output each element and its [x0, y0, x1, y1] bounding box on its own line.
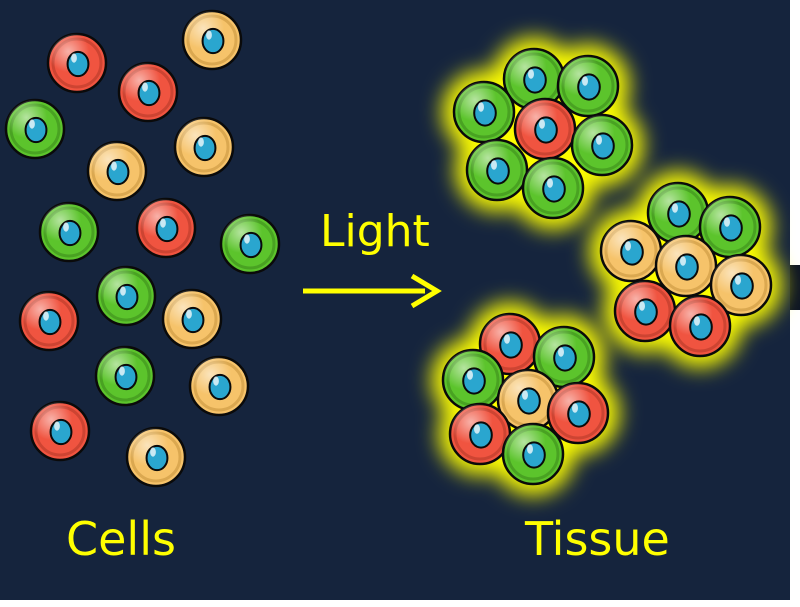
nucleus: [181, 306, 205, 334]
tissue-cell: [478, 312, 542, 376]
tissue-cell: [709, 253, 773, 317]
nucleus: [208, 373, 232, 401]
tissue-cell: [513, 97, 577, 161]
nucleus: [486, 157, 510, 185]
nucleus: [719, 214, 743, 242]
nucleus: [667, 200, 691, 228]
nucleus: [106, 158, 130, 186]
tissue-label: Tissue: [525, 512, 670, 566]
tissue-cell: [501, 422, 565, 486]
tissue-cell: [570, 113, 634, 177]
tissue-cell: [521, 156, 585, 220]
nucleus: [689, 313, 713, 341]
tissue-cell: [599, 219, 663, 283]
free-cell: [38, 201, 100, 263]
nucleus: [155, 215, 179, 243]
nucleus: [473, 99, 497, 127]
nucleus: [522, 441, 546, 469]
free-cell: [29, 400, 91, 462]
tissue-cell: [698, 195, 762, 259]
nucleus: [239, 231, 263, 259]
light-label: Light: [320, 206, 430, 257]
cell-layer: [4, 9, 773, 488]
panel-shadow-right: [790, 265, 800, 310]
nucleus: [577, 73, 601, 101]
nucleus: [137, 79, 161, 107]
nucleus: [634, 298, 658, 326]
nucleus: [567, 400, 591, 428]
free-cell: [18, 290, 80, 352]
nucleus: [114, 363, 138, 391]
tissue-cell: [465, 138, 529, 202]
free-cell: [46, 32, 108, 94]
nucleus: [66, 50, 90, 78]
free-cell: [173, 116, 235, 178]
nucleus: [499, 331, 523, 359]
free-cell: [95, 265, 157, 327]
nucleus: [145, 444, 169, 472]
nucleus: [591, 132, 615, 160]
tissue-cell: [532, 325, 596, 389]
nucleus: [38, 308, 62, 336]
tissue-cell: [613, 279, 677, 343]
nucleus: [201, 27, 225, 55]
tissue-cell: [556, 54, 620, 118]
free-cell: [125, 426, 187, 488]
nucleus: [193, 134, 217, 162]
nucleus: [675, 253, 699, 281]
tissue-cell: [448, 402, 512, 466]
nucleus: [462, 367, 486, 395]
free-cell: [188, 355, 250, 417]
nucleus: [534, 116, 558, 144]
free-cell: [181, 9, 243, 71]
nucleus: [553, 344, 577, 372]
nucleus: [49, 418, 73, 446]
tissue-cell: [546, 381, 610, 445]
free-cell: [94, 345, 156, 407]
tissue-cell: [441, 348, 505, 412]
free-cell: [135, 197, 197, 259]
nucleus: [24, 116, 48, 144]
free-cell: [86, 140, 148, 202]
free-cell: [4, 98, 66, 160]
free-cell: [161, 288, 223, 350]
tissue-cell: [646, 181, 710, 245]
tissue-cell: [668, 294, 732, 358]
light-arrow: [303, 273, 442, 309]
nucleus: [517, 387, 541, 415]
nucleus: [542, 175, 566, 203]
free-cell: [219, 213, 281, 275]
tissue-cell: [654, 234, 718, 298]
nucleus: [523, 66, 547, 94]
cells-label: Cells: [66, 512, 176, 566]
nucleus: [469, 421, 493, 449]
nucleus: [58, 219, 82, 247]
nucleus: [115, 283, 139, 311]
nucleus: [730, 272, 754, 300]
free-cell: [117, 61, 179, 123]
nucleus: [620, 238, 644, 266]
tissue-cell: [452, 80, 516, 144]
